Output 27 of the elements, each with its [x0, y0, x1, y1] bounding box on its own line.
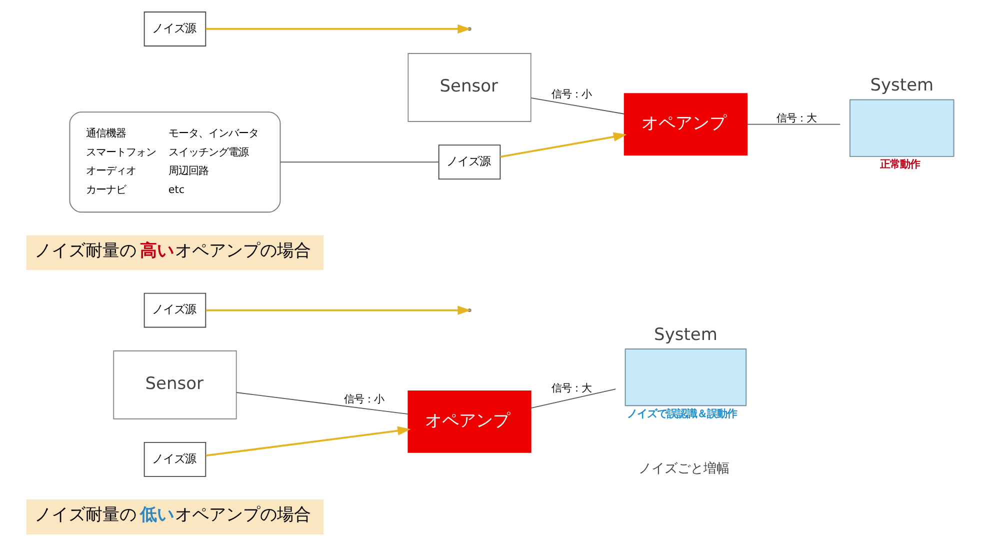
connector: [236, 392, 408, 415]
node-box: 通信機器 モータ、インバータ スマートフォン スイッチング電源 オーディオ 周辺回路 カーナビ etc: [69, 112, 281, 213]
arrow: [206, 426, 411, 457]
edge-label: 信号：大: [552, 382, 592, 394]
node-box: オペアンプ: [408, 390, 532, 453]
connector: [530, 388, 616, 409]
connector: [280, 162, 440, 163]
node-box: Sensor: [113, 350, 237, 420]
node-box: Sensor: [408, 53, 532, 122]
node-label: System: [870, 76, 934, 96]
node-label: System: [654, 324, 718, 345]
node-label: 正常動作: [880, 158, 920, 171]
node-box: ノイズ源: [144, 12, 206, 46]
node-box: ノイズ源: [144, 442, 206, 477]
node-box: オペアンプ: [624, 93, 748, 156]
connector: [530, 97, 624, 114]
edge-label: 信号：小: [344, 394, 384, 406]
node-box: ノイズ耐量の高いオペアンプの場合: [26, 235, 324, 270]
arrow: [500, 132, 627, 158]
connector: [746, 124, 841, 125]
node-box: ノイズ耐量の低いオペアンプの場合: [26, 500, 324, 534]
node-box: ノイズ源: [438, 144, 501, 180]
edge-label: 信号：小: [552, 88, 592, 101]
edge-label: 信号：大: [776, 112, 816, 124]
label: ノイズごと増幅: [638, 461, 730, 476]
node-label: ノイズで誤認識＆誤動作: [627, 408, 738, 420]
node-box: ノイズ源: [144, 292, 206, 328]
